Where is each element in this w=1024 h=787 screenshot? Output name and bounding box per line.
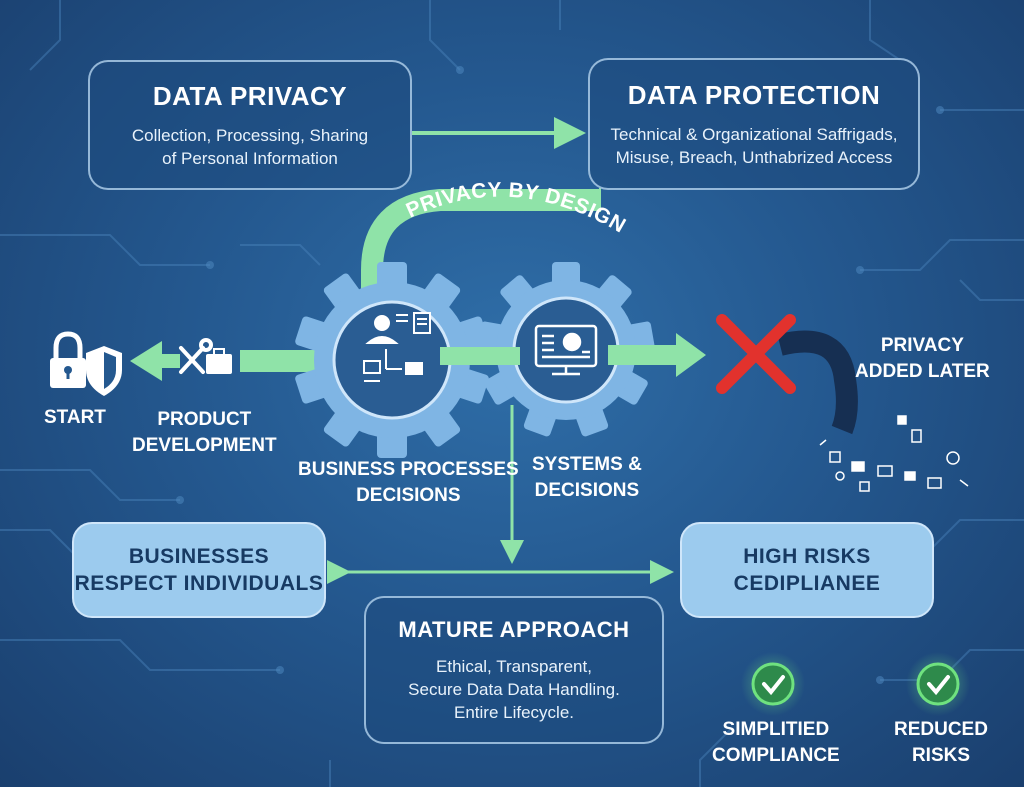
check-circle-icon [741, 652, 805, 716]
data-protection-description: Technical & Organizational Saffrigads, M… [610, 124, 898, 167]
person-document-icon [363, 312, 431, 382]
data-privacy-box: DATA PRIVACY Collection, Processing, Sha… [88, 60, 412, 190]
businesses-respect-box: BUSINESSES RESPECT INDIVIDUALS [72, 522, 326, 618]
tools-icon [179, 338, 213, 374]
business-processes-label: BUSINESS PROCESSES DECISIONS [298, 459, 519, 506]
debris-icons [819, 415, 969, 492]
simplified-compliance-label: SIMPLITIED COMPLIANCE [712, 719, 840, 766]
briefcase-icon [206, 348, 232, 374]
data-protection-title: DATA PROTECTION [627, 79, 881, 110]
high-risks-box: HIGH RISKS CEDIPLIANEE [680, 522, 934, 618]
center-flow-bar [440, 347, 520, 365]
data-protection-box: DATA PROTECTION Technical & Organization… [588, 58, 920, 190]
data-privacy-title: DATA PRIVACY [152, 80, 348, 111]
reduced-risks-label: REDUCED RISKS [894, 719, 988, 766]
broken-band [777, 330, 858, 435]
privacy-added-later-label: PRIVACY ADDED LATER [855, 335, 990, 382]
check-circle-icon [906, 652, 970, 716]
mature-approach-description: Ethical, Transparent, Secure Data Data H… [408, 656, 620, 722]
systems-decisions-label: SYSTEMS & DECISIONS [532, 454, 642, 501]
red-cross-icon [716, 314, 796, 394]
start-label: START [44, 407, 106, 428]
shield-icon [86, 346, 122, 396]
monitor-profile-icon [534, 324, 598, 376]
padlock-icon [50, 331, 86, 388]
right-flow-arrow [608, 333, 706, 377]
privacy-by-design-band [361, 189, 600, 305]
data-privacy-description: Collection, Processing, Sharing of Perso… [131, 125, 369, 168]
product-development-label: PRODUCT DEVELOPMENT [132, 409, 277, 456]
mature-approach-box: MATURE APPROACH Ethical, Transparent, Se… [364, 596, 664, 744]
mature-approach-title: MATURE APPROACH [398, 616, 630, 642]
